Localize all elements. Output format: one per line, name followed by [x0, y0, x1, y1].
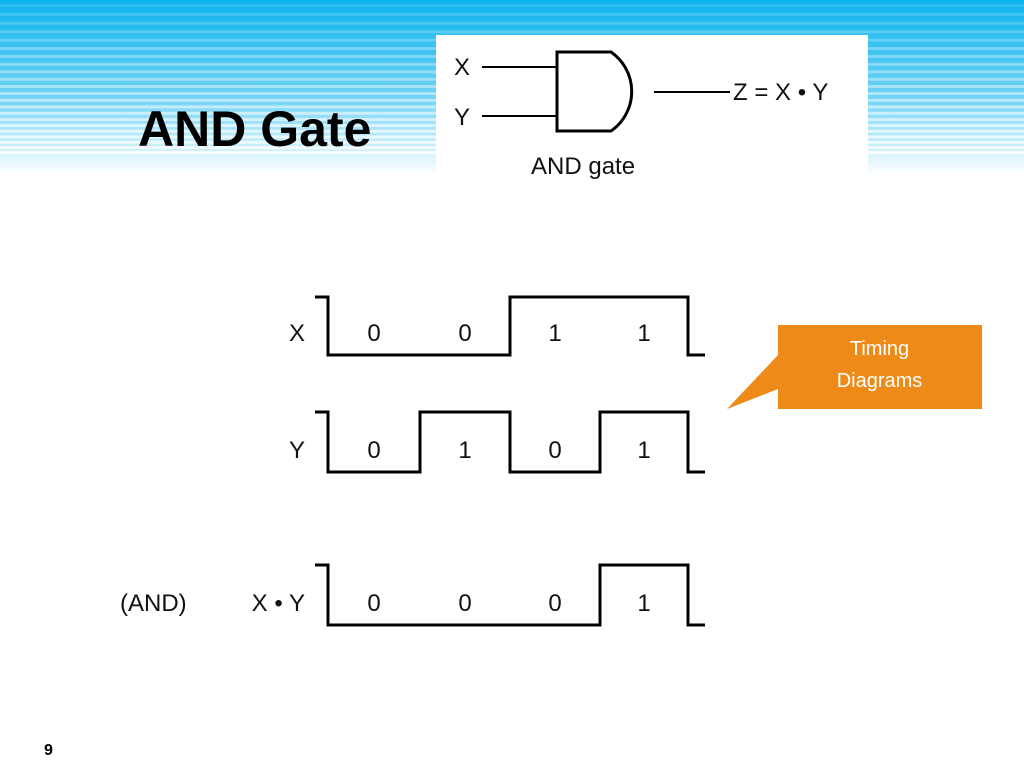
bit-value: 1 [637, 437, 650, 464]
banner-stripe [0, 4, 1024, 7]
and-gate-figure: X Y Z = X • Y AND gate [436, 35, 868, 185]
bit-value: 0 [548, 437, 561, 464]
bit-value: 0 [458, 590, 471, 617]
signal-label: Y [289, 437, 305, 464]
banner-stripe [0, 13, 1024, 16]
bit-value: 1 [637, 320, 650, 347]
gate-output-label: Z = X • Y [733, 79, 828, 106]
bit-value: 0 [367, 590, 380, 617]
page-number: 9 [44, 742, 53, 759]
banner-stripe [0, 30, 1024, 34]
signal-label: X • Y [252, 590, 305, 617]
callout-box [778, 325, 982, 409]
bit-value: 0 [548, 590, 561, 617]
banner-stripe [0, 21, 1024, 25]
and-gate-symbol [555, 50, 634, 133]
timing-diagrams-callout [727, 325, 982, 409]
gate-input-y-label: Y [454, 104, 470, 131]
callout-text: Timing Diagrams [778, 333, 981, 397]
gate-caption: AND gate [531, 153, 635, 180]
signal-label: X [289, 320, 305, 347]
slide-title: AND Gate [138, 101, 372, 157]
bit-value: 0 [367, 437, 380, 464]
callout-line-1: Timing [849, 338, 910, 360]
callout-pointer [727, 355, 778, 409]
callout-line-2: Diagrams [836, 370, 923, 392]
bit-value: 1 [637, 590, 650, 617]
bit-value: 0 [458, 320, 471, 347]
signal-waveform [315, 563, 705, 627]
gate-input-x-label: X [454, 54, 470, 81]
signal-waveform [315, 410, 705, 474]
bit-value: 0 [367, 320, 380, 347]
signal-prefix-label: (AND) [120, 590, 187, 617]
bit-value: 1 [548, 320, 561, 347]
bit-value: 1 [458, 437, 471, 464]
signal-waveform [315, 295, 705, 357]
